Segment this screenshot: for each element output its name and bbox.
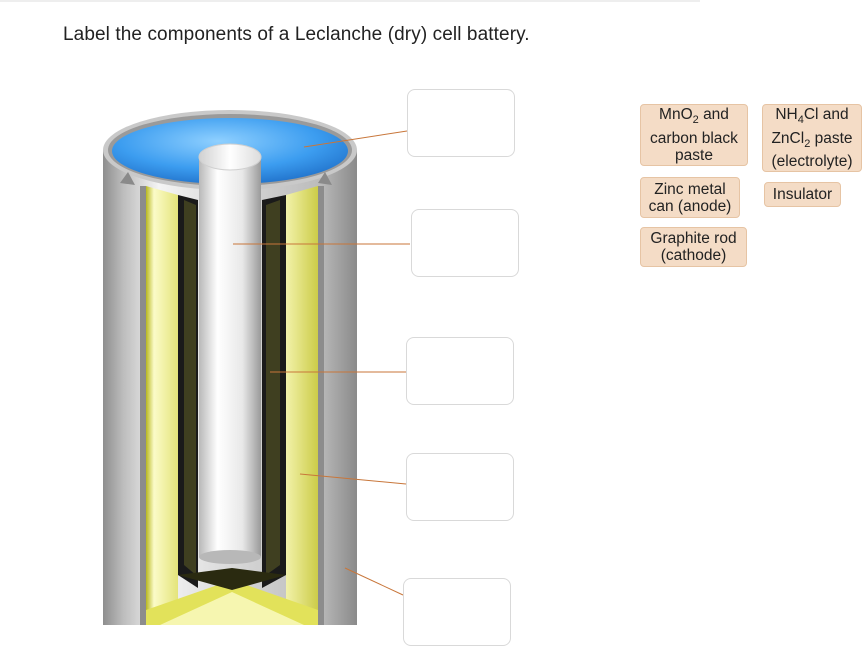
drop-target-2[interactable] [411,209,519,277]
chip-insulator[interactable]: Insulator [764,182,841,207]
drop-target-1[interactable] [407,89,515,157]
drop-target-3[interactable] [406,337,514,405]
drop-target-4[interactable] [406,453,514,521]
graphite-rod [199,157,261,557]
drop-target-5[interactable] [403,578,511,646]
paste-left [146,186,178,610]
chip-nh4cl-zncl2-electrolyte[interactable]: NH4Cl and ZnCl2 paste (electrolyte) [762,104,862,172]
top-divider [0,0,700,2]
dry-cell-diagram [103,110,357,625]
paste-right [286,186,318,610]
chip-zinc-anode[interactable]: Zinc metal can (anode) [640,177,740,218]
question-prompt: Label the components of a Leclanche (dry… [63,24,530,45]
chip-mno2-carbon-paste[interactable]: MnO2 and carbon black paste [640,104,748,166]
chip-graphite-cathode[interactable]: Graphite rod (cathode) [640,227,747,267]
